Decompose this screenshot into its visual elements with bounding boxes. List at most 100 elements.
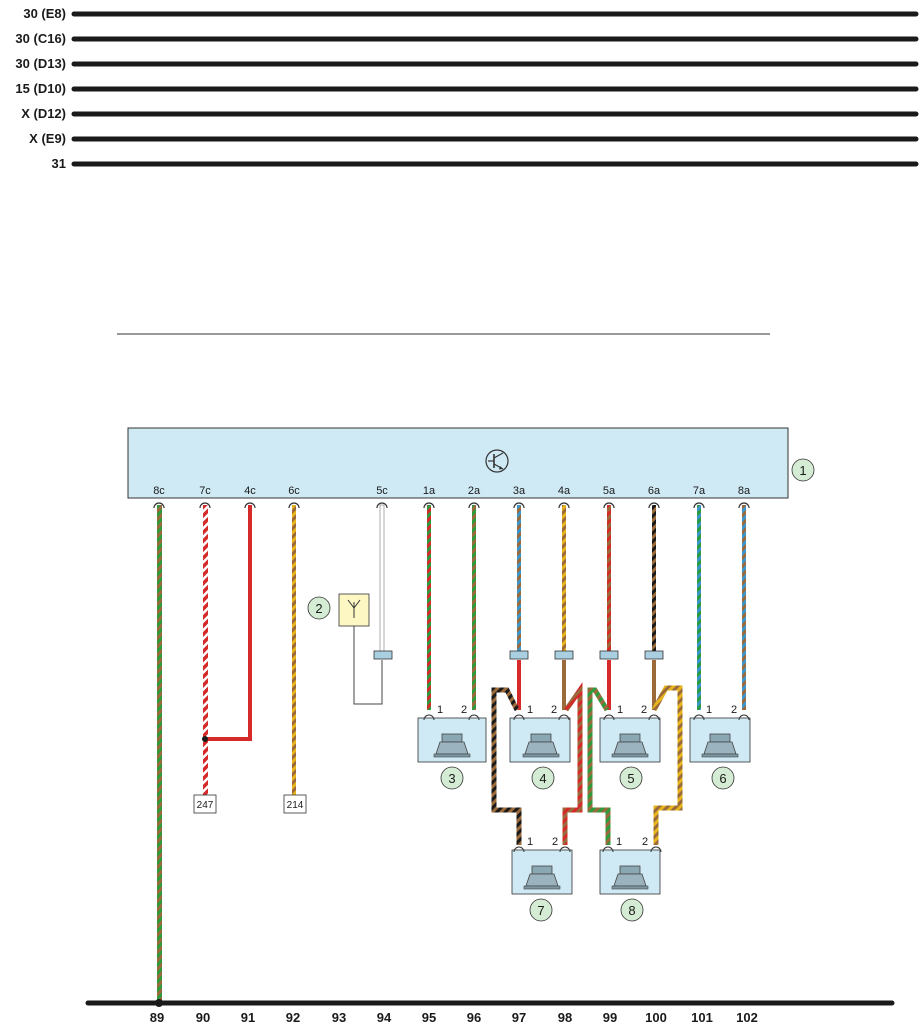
wire-4c	[205, 505, 252, 741]
speaker-pin: 1	[706, 704, 712, 716]
speaker-6: 1 2 6	[689, 704, 751, 790]
callout-number: 8	[628, 903, 635, 918]
pin-label: 7c	[199, 485, 211, 497]
module-terminals	[153, 502, 750, 509]
wire-6c	[292, 505, 296, 795]
pin-label: 6c	[288, 485, 300, 497]
antenna-icon	[347, 599, 361, 618]
column-number: 97	[512, 1010, 526, 1025]
column-number: 94	[377, 1010, 392, 1025]
reference-label: 214	[287, 800, 304, 811]
column-number: 101	[691, 1010, 713, 1025]
speaker-8: 1 2 8	[599, 836, 662, 922]
speaker-4: 1 2 4	[509, 704, 571, 790]
inline-connectors	[373, 650, 664, 660]
jumper-4-to-7-a	[491, 687, 522, 845]
column-number: 89	[150, 1010, 164, 1025]
jumper-5-to-8-b	[651, 685, 683, 845]
column-number: 98	[558, 1010, 572, 1025]
reference-247: 247	[193, 794, 217, 814]
column-number: 90	[196, 1010, 210, 1025]
wire-4a	[562, 505, 566, 655]
column-number: 102	[736, 1010, 758, 1025]
speaker-3: 1 2 3	[417, 704, 487, 790]
pin-label: 6a	[648, 485, 661, 497]
control-module: 8c 7c 4c 6c 5c 1a 2a 3a 4a 5a 6a 7a 8a 1	[127, 427, 815, 499]
pin-label: 5c	[376, 485, 388, 497]
callout-number: 2	[315, 601, 322, 616]
column-number: 99	[603, 1010, 617, 1025]
jumper-5-to-8-a	[587, 687, 611, 845]
rail-label: X (E9)	[29, 131, 66, 146]
wire-8a	[742, 505, 746, 710]
transistor-icon	[485, 449, 509, 473]
wire-5a-red	[607, 660, 611, 710]
rail-label: X (D12)	[21, 106, 66, 121]
speaker-pin: 1	[617, 704, 623, 716]
column-number: 91	[241, 1010, 255, 1025]
rail-30-d13: 30 (D13)	[15, 56, 919, 71]
column-number: 95	[422, 1010, 436, 1025]
speaker-pin: 2	[461, 704, 467, 716]
callout-2: 2	[307, 596, 331, 620]
wire-3a	[517, 505, 521, 655]
rail-x-e9: X (E9)	[29, 131, 919, 146]
wire-8c	[157, 505, 162, 1002]
pin-label: 8c	[153, 485, 165, 497]
power-rails: 30 (E8) 30 (C16) 30 (D13) 15 (D10) X (D1…	[15, 6, 919, 171]
callout-number: 5	[627, 771, 634, 786]
wire-1a	[427, 505, 431, 710]
rail-label: 31	[52, 156, 66, 171]
column-numbers: 89 90 91 92 93 94 95 96 97 98 99 100 101…	[150, 1010, 758, 1025]
rail-x-d12: X (D12)	[21, 106, 919, 121]
column-number: 96	[467, 1010, 481, 1025]
callout-number: 4	[539, 771, 546, 786]
rail-label: 15 (D10)	[15, 81, 66, 96]
wire-6a	[652, 505, 656, 655]
speaker-pin: 2	[731, 704, 737, 716]
splice-point	[202, 736, 208, 742]
speaker-7: 1 2 7	[511, 836, 573, 922]
reference-214: 214	[283, 794, 307, 814]
wire-6a-brown	[652, 660, 656, 710]
rail-label: 30 (C16)	[15, 31, 66, 46]
callout-number: 7	[537, 903, 544, 918]
rail-31: 31	[52, 156, 919, 171]
pin-label: 4a	[558, 485, 571, 497]
jumper-4-to-7-b	[562, 682, 583, 845]
callout-number: 1	[799, 463, 806, 478]
reference-label: 247	[197, 800, 214, 811]
column-number: 92	[286, 1010, 300, 1025]
speaker-pin: 1	[616, 836, 622, 848]
rail-30-e8: 30 (E8)	[23, 6, 919, 21]
speaker-pin: 2	[641, 704, 647, 716]
rail-label: 30 (E8)	[23, 6, 66, 21]
speaker-pin: 2	[551, 704, 557, 716]
speaker-pin: 2	[642, 836, 648, 848]
speaker-5: 1 2 5	[599, 704, 661, 790]
pin-label: 4c	[244, 485, 256, 497]
antenna: 2	[307, 593, 370, 627]
wire-4a-brown	[562, 660, 566, 710]
wire-5a	[607, 505, 611, 655]
speaker-pin: 1	[527, 836, 533, 848]
pin-label: 2a	[468, 485, 481, 497]
wire-3a-red	[517, 660, 521, 710]
speaker-pin: 1	[437, 704, 443, 716]
wire-2a	[472, 505, 476, 710]
wire-7c	[203, 505, 208, 795]
wires	[157, 504, 746, 1002]
rail-label: 30 (D13)	[15, 56, 66, 71]
pin-label: 7a	[693, 485, 706, 497]
rail-15-d10: 15 (D10)	[15, 81, 919, 96]
rail-30-c16: 30 (C16)	[15, 31, 919, 46]
callout-number: 6	[719, 771, 726, 786]
speaker-pin: 1	[527, 704, 533, 716]
pin-label: 1a	[423, 485, 436, 497]
callout-1: 1	[791, 458, 815, 482]
wire-7a	[697, 505, 701, 710]
pin-label: 5a	[603, 485, 616, 497]
column-number: 93	[332, 1010, 346, 1025]
ground-splice	[155, 999, 163, 1007]
